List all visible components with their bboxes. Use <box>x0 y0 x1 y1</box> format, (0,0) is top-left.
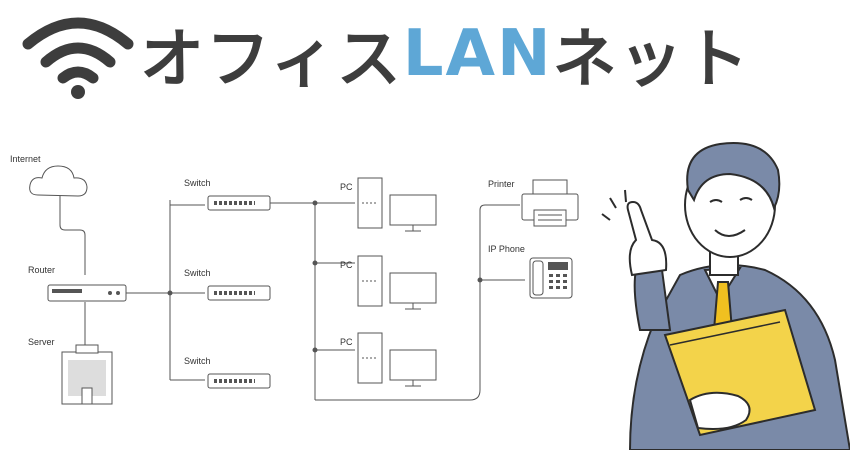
label-internet: Internet <box>10 154 41 164</box>
logo-text-net: ネット <box>552 23 751 97</box>
businessman-illustration <box>601 142 850 450</box>
connection-lines <box>59 195 525 401</box>
label-pc-2: PC <box>340 260 353 270</box>
pointing-arm <box>633 269 672 331</box>
switch-icon <box>207 195 271 211</box>
server-icon <box>61 344 113 405</box>
switch-icon <box>207 373 271 389</box>
label-printer: Printer <box>488 179 515 189</box>
pc-tower-icon <box>357 332 383 384</box>
label-ip-phone: IP Phone <box>488 244 525 254</box>
monitor-icon <box>389 194 437 232</box>
pc-tower-icon <box>357 255 383 307</box>
label-router: Router <box>28 265 55 275</box>
cloud-icon <box>29 165 88 197</box>
network-diagram: Internet Router Server Switch Switch Swi… <box>10 154 579 405</box>
monitor-icon <box>389 272 437 310</box>
wifi-icon <box>22 17 134 99</box>
monitor-icon <box>389 349 437 387</box>
label-switch-2: Switch <box>184 268 211 278</box>
label-server: Server <box>28 337 55 347</box>
pointing-hand <box>626 200 668 277</box>
logo-text-office: オフィス <box>140 23 403 97</box>
hair <box>686 142 781 211</box>
sparkle-lines <box>601 189 627 221</box>
holding-hand <box>688 391 751 430</box>
switch-icon <box>207 285 271 301</box>
printer-icon <box>521 179 579 227</box>
pc-tower-icon <box>357 177 383 229</box>
logo-text-lan: LAN <box>402 17 553 91</box>
label-pc-3: PC <box>340 337 353 347</box>
label-switch-3: Switch <box>184 356 211 366</box>
label-pc-1: PC <box>340 182 353 192</box>
label-switch-1: Switch <box>184 178 211 188</box>
phone-icon <box>529 257 573 299</box>
router-icon <box>47 284 127 302</box>
